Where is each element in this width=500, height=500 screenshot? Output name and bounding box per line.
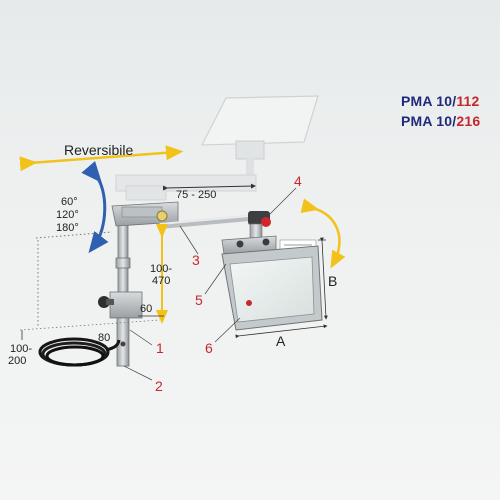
- glass-marker: [246, 300, 252, 306]
- leader-line-1: [129, 329, 153, 346]
- holder-knob-right: [262, 238, 270, 246]
- reversible-label: Reversibile: [64, 142, 133, 158]
- callout-5: 5: [195, 292, 203, 308]
- dim-b-line: [319, 237, 328, 320]
- arm-extension-label: 75 - 250: [176, 189, 216, 201]
- dim-a-label: A: [276, 333, 286, 349]
- ghost-head: [235, 140, 265, 160]
- height-label-line1: 100-: [150, 263, 172, 275]
- post-screw: [120, 341, 126, 347]
- rotation-180-label: 180°: [56, 222, 79, 234]
- clamp-screw: [106, 299, 114, 305]
- model-prefix: PMA 10/: [401, 93, 457, 109]
- clamp-range-label-line2: 200: [8, 355, 26, 367]
- model-code-112: PMA 10/112: [401, 93, 480, 109]
- height-label-line2: 470: [152, 275, 170, 287]
- model-suffix: 216: [456, 113, 481, 129]
- post-collar: [115, 257, 131, 269]
- callout-6: 6: [205, 340, 213, 356]
- red-lock-knob: [261, 217, 271, 227]
- ghost-block: [125, 185, 167, 201]
- base-width-label: 80: [98, 332, 110, 344]
- table-clamp: [109, 291, 143, 319]
- dim-a-line: [235, 324, 328, 339]
- ghost-screen: [201, 95, 319, 146]
- ghost-position: [115, 95, 319, 201]
- ghost-post: [246, 158, 254, 188]
- reversible-arrow: [19, 145, 184, 172]
- bracket-plate: [121, 206, 163, 218]
- base-reference-line: [19, 319, 161, 331]
- horizontal-arm: [157, 214, 263, 229]
- leader-line-3: [179, 225, 199, 255]
- leader-line-2: [123, 365, 153, 381]
- rotation-120-label: 120°: [56, 209, 79, 221]
- callout-1: 1: [156, 340, 164, 356]
- leader-line-5: [204, 263, 227, 295]
- callout-4: 4: [294, 173, 302, 189]
- model-prefix: PMA 10/: [401, 113, 457, 129]
- leader-line-6: [214, 317, 241, 343]
- rotation-60-label: 60°: [61, 196, 78, 208]
- tilt-arrow: [300, 198, 346, 269]
- leader-line-4: [269, 187, 297, 215]
- power-cable: [38, 337, 121, 367]
- callout-2: 2: [155, 378, 163, 394]
- extension-dimension-line: [162, 183, 256, 191]
- callout-3: 3: [192, 252, 200, 268]
- model-code-216: PMA 10/216: [401, 113, 480, 129]
- model-suffix: 112: [456, 93, 480, 109]
- holder-knob-left: [236, 240, 244, 248]
- arm-highlight: [159, 214, 261, 225]
- clamp-height-label: 60: [140, 303, 152, 315]
- clamp-range-label-line1: 100-: [10, 343, 32, 355]
- rotation-arrow: [81, 161, 109, 254]
- brass-knob: [156, 210, 168, 222]
- protective-glass: [229, 256, 315, 323]
- dim-b-label: B: [328, 273, 337, 289]
- reference-line: [35, 231, 113, 239]
